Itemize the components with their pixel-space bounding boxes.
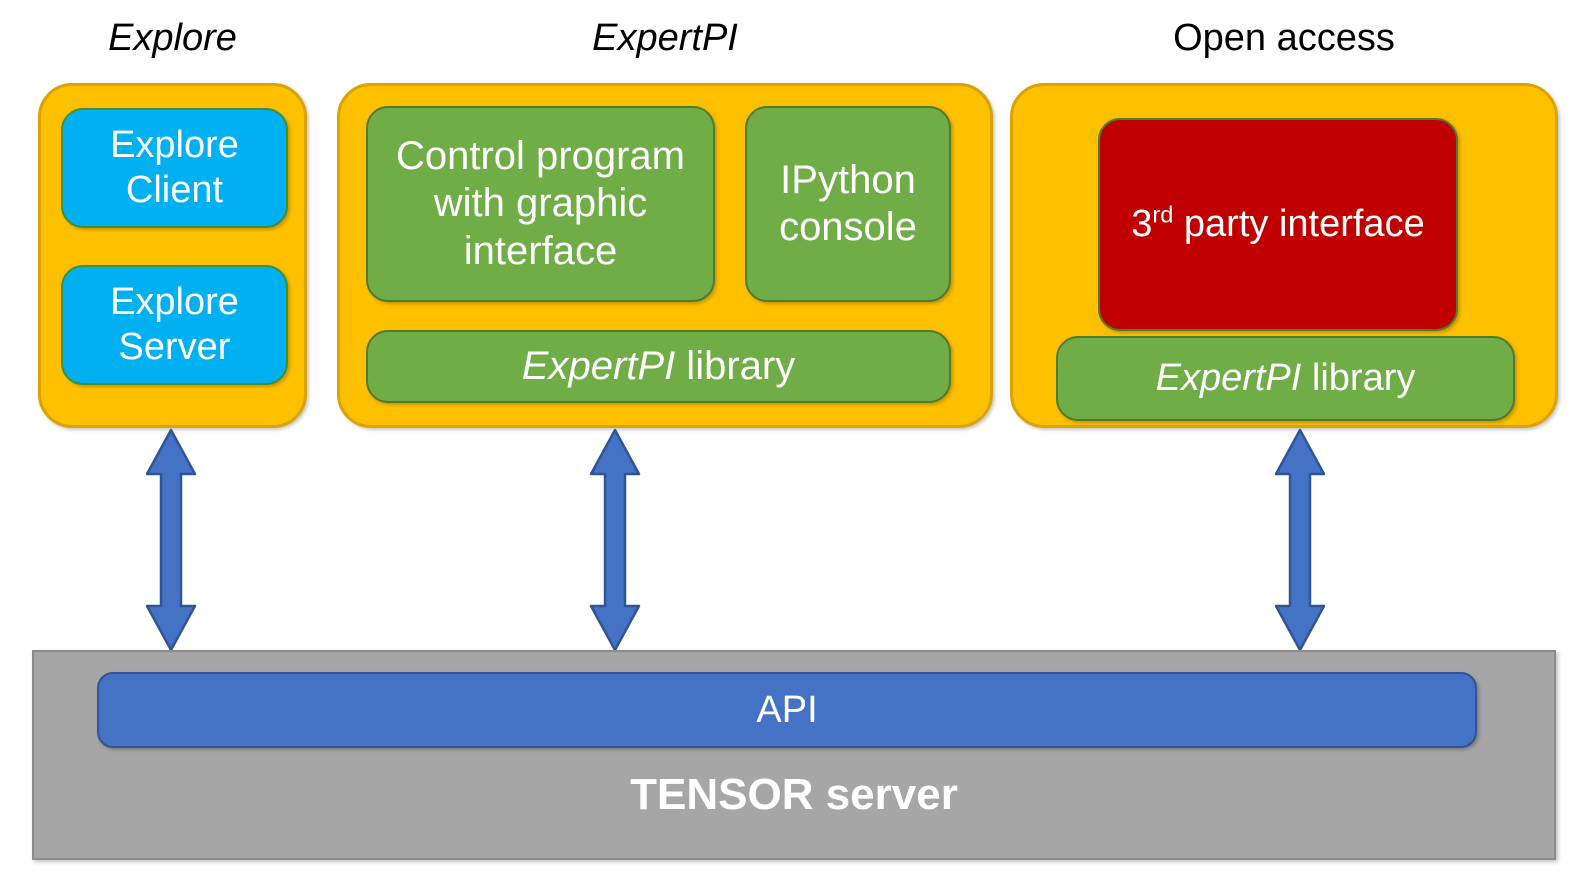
tensor-server-label: TENSOR server [630,770,958,819]
group-expertpi: Control program with graphic interface I… [337,83,993,428]
bidirectional-arrow-open-access [1274,428,1326,652]
library-word-right: library [1301,357,1416,400]
third-party-number: 3 [1131,203,1153,246]
box-third-party-interface-label: 3rd party interface [1121,202,1434,247]
box-explore-server-label: Explore Server [110,281,239,368]
box-third-party-interface[interactable]: 3rd party interface [1098,118,1458,331]
box-expertpi-library-middle-label: ExpertPI library [512,343,805,390]
box-control-program[interactable]: Control program with graphic interface [366,106,715,302]
api-bar[interactable]: API [97,672,1477,748]
tensor-server-block: API TENSOR server [32,650,1556,860]
api-label: API [756,688,818,731]
column-title-open-access: Open access [1173,17,1395,59]
ordinal-suffix: rd [1152,201,1174,228]
box-ipython-console-label: IPython console [779,157,917,249]
box-expertpi-library-middle[interactable]: ExpertPI library [366,330,951,403]
column-title-expertpi: ExpertPI [592,17,738,59]
group-explore: Explore Client Explore Server [38,83,307,428]
box-expertpi-library-right[interactable]: ExpertPI library [1056,336,1515,421]
third-party-rest: party interface [1173,203,1425,246]
group-open-access: 3rd party interface ExpertPI library [1010,83,1558,428]
expertpi-word-middle: ExpertPI [521,343,676,388]
expertpi-word-right: ExpertPI [1155,357,1302,400]
box-control-program-label: Control program with graphic interface [395,134,685,273]
library-word-middle: library [675,343,796,388]
box-expertpi-library-right-label: ExpertPI library [1146,356,1426,401]
column-title-explore: Explore [108,17,237,59]
bidirectional-arrow-expertpi [589,428,641,652]
bidirectional-arrow-explore [145,428,197,652]
box-explore-client-label: Explore Client [110,124,239,211]
box-explore-client[interactable]: Explore Client [61,108,288,228]
box-explore-server[interactable]: Explore Server [61,265,288,385]
box-ipython-console[interactable]: IPython console [745,106,951,302]
